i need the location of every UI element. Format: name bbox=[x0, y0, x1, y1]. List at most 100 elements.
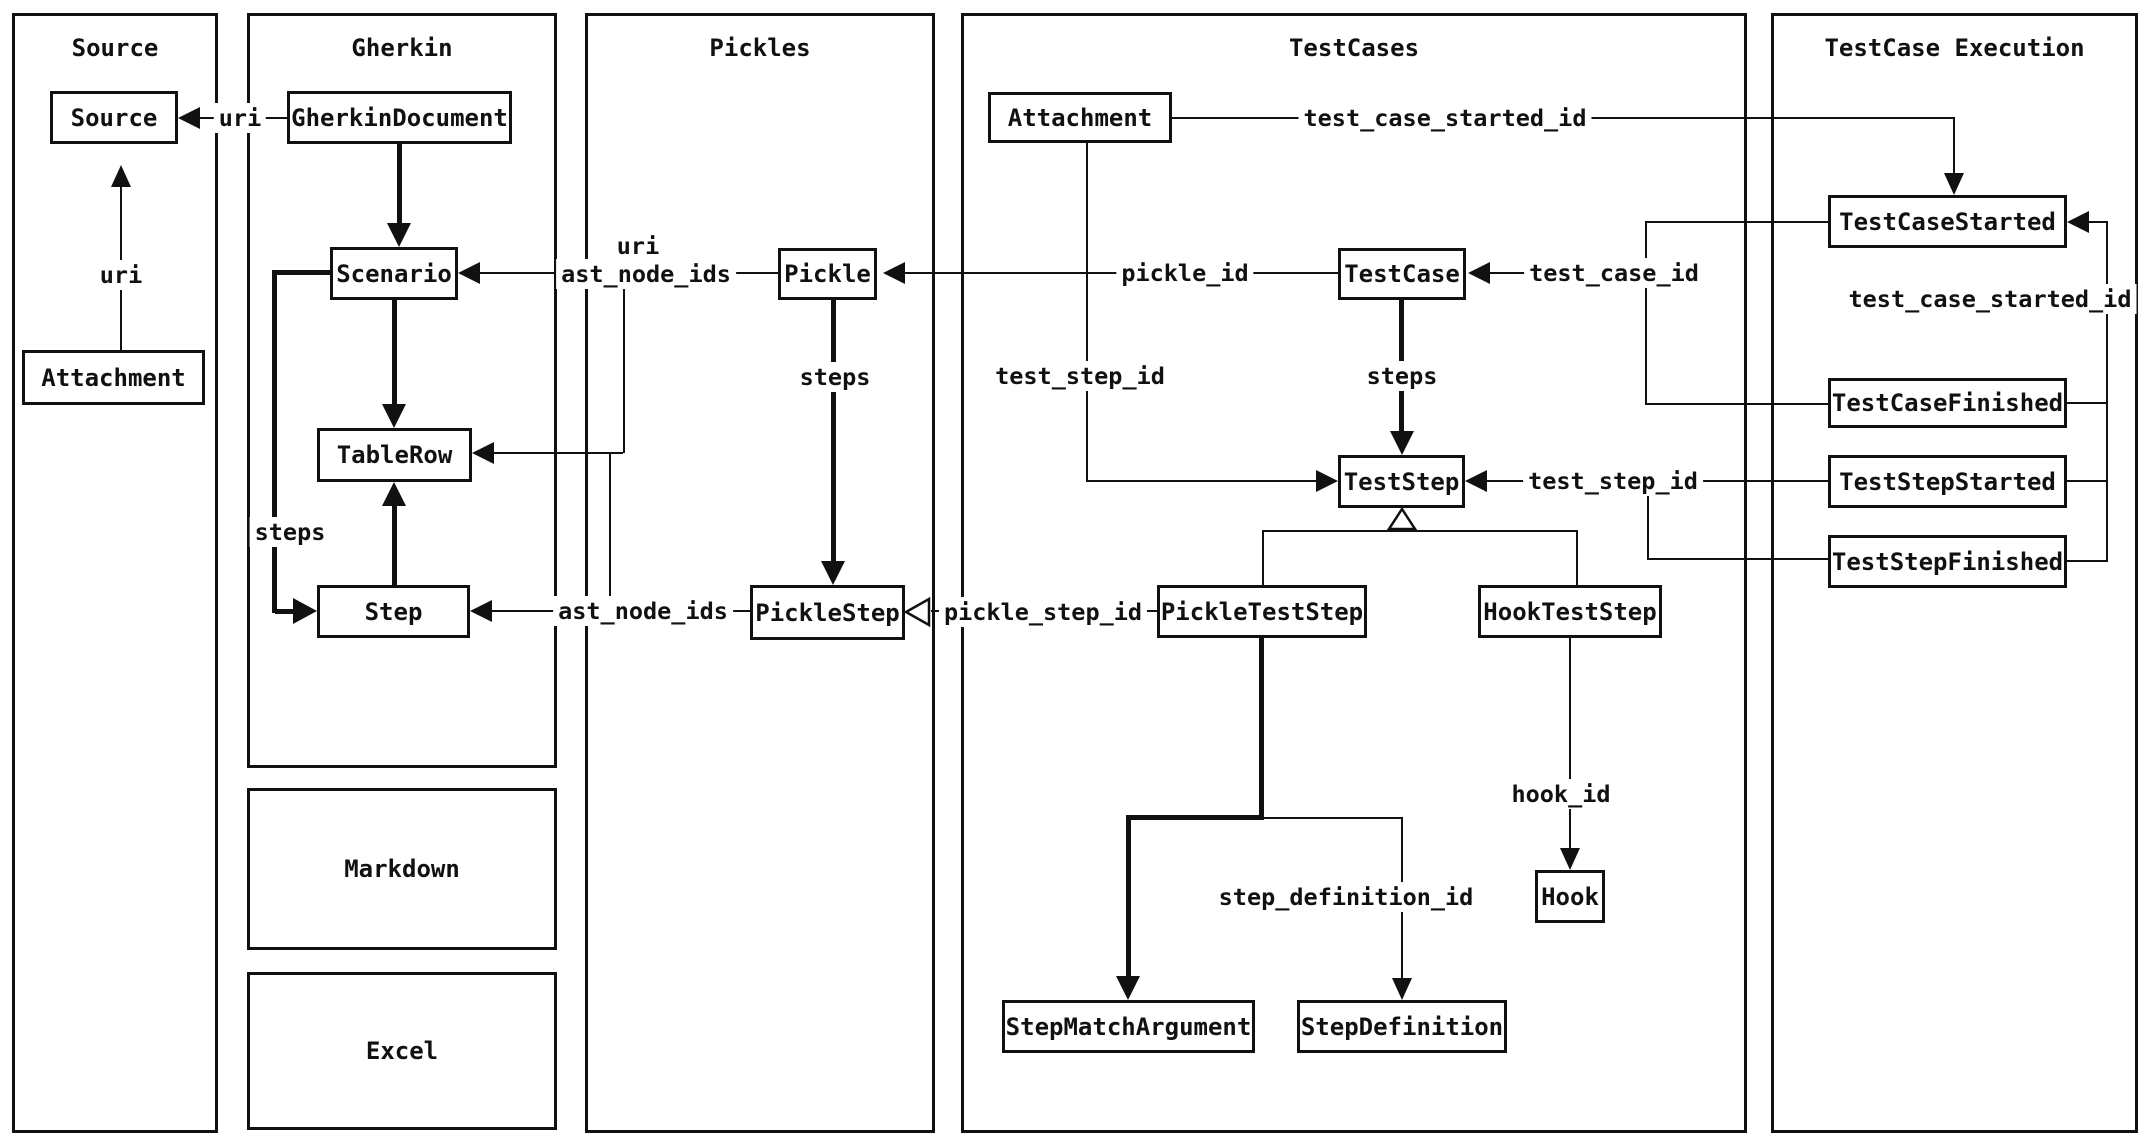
node-excel: Excel bbox=[247, 972, 557, 1130]
line bbox=[2089, 221, 2107, 223]
edge-label-uri: uri bbox=[213, 103, 267, 133]
arrowhead bbox=[1944, 173, 1964, 195]
node-test-step-started: TestStepStarted bbox=[1828, 455, 2067, 508]
node-table-row: TableRow bbox=[317, 428, 472, 482]
column-source: Source bbox=[12, 13, 218, 1133]
column-pickles: Pickles bbox=[585, 13, 935, 1133]
arrowhead bbox=[470, 600, 492, 622]
line bbox=[1126, 815, 1264, 820]
node-pickle-test-step: PickleTestStep bbox=[1157, 585, 1367, 638]
line bbox=[1262, 817, 1403, 819]
edge-label-test-step-id: test_step_id bbox=[1523, 466, 1703, 496]
line bbox=[1086, 143, 1088, 482]
inheritance-triangle bbox=[1387, 507, 1417, 531]
node-hook-test-step: HookTestStep bbox=[1478, 585, 1662, 638]
line bbox=[275, 609, 295, 614]
edge-label-steps: steps bbox=[249, 517, 331, 547]
edge-label-ast-node-ids: ast_node_ids bbox=[556, 259, 736, 289]
line bbox=[1646, 221, 1828, 223]
edge-label-steps: steps bbox=[794, 362, 876, 392]
node-test-case-finished: TestCaseFinished bbox=[1828, 378, 2067, 428]
line bbox=[1262, 530, 1578, 532]
line bbox=[831, 300, 836, 563]
node-step-match-argument: StepMatchArgument bbox=[1002, 1000, 1255, 1053]
column-title-source: Source bbox=[71, 34, 159, 62]
line bbox=[392, 506, 397, 585]
line bbox=[392, 300, 397, 406]
edge-label-uri: uri bbox=[611, 231, 665, 261]
arrowhead bbox=[2067, 211, 2089, 233]
line bbox=[397, 144, 402, 225]
node-attachment-testcases: Attachment bbox=[988, 92, 1172, 143]
line bbox=[1645, 221, 1647, 405]
line bbox=[1647, 481, 1649, 560]
arrowhead bbox=[178, 107, 200, 129]
edge-label-pickle-id: pickle_id bbox=[1116, 258, 1254, 288]
node-test-case-started: TestCaseStarted bbox=[1828, 195, 2067, 248]
node-pickle: Pickle bbox=[778, 248, 877, 300]
edge-label-step-definition-id: step_definition_id bbox=[1213, 882, 1479, 912]
arrowhead bbox=[111, 165, 131, 187]
arrowhead bbox=[1468, 262, 1490, 284]
line bbox=[1576, 530, 1578, 585]
line bbox=[1953, 117, 1955, 175]
edge-label-test-case-id: test_case_id bbox=[1524, 258, 1704, 288]
line bbox=[2106, 221, 2108, 562]
arrowhead bbox=[293, 598, 317, 624]
node-step: Step bbox=[317, 585, 470, 638]
edge-label-steps: steps bbox=[1361, 361, 1443, 391]
line bbox=[272, 270, 330, 275]
line bbox=[623, 273, 625, 453]
arrowhead bbox=[1560, 848, 1580, 870]
line bbox=[1126, 815, 1131, 976]
open-arrowhead-pickle-step-id bbox=[903, 597, 931, 627]
arrowhead bbox=[883, 262, 905, 284]
arrowhead bbox=[382, 482, 406, 506]
node-markdown: Markdown bbox=[247, 788, 557, 950]
node-step-definition: StepDefinition bbox=[1297, 1000, 1507, 1053]
arrowhead bbox=[1116, 976, 1140, 1000]
node-hook: Hook bbox=[1535, 870, 1605, 923]
column-title-testcases: TestCases bbox=[1288, 34, 1420, 62]
column-title-execution: TestCase Execution bbox=[1824, 34, 2085, 62]
edge-label-ast-node-ids: ast_node_ids bbox=[553, 596, 733, 626]
arrowhead bbox=[1390, 431, 1414, 455]
line bbox=[1647, 558, 1828, 560]
arrowhead bbox=[821, 561, 845, 585]
arrowhead bbox=[458, 262, 480, 284]
line bbox=[1262, 530, 1264, 585]
line bbox=[272, 270, 277, 613]
node-pickle-step: PickleStep bbox=[750, 585, 905, 640]
line bbox=[1569, 638, 1571, 850]
node-test-step-finished: TestStepFinished bbox=[1828, 535, 2067, 588]
line bbox=[2067, 480, 2107, 482]
node-test-step: TestStep bbox=[1338, 455, 1465, 508]
node-test-case: TestCase bbox=[1338, 248, 1466, 300]
edge-label-test-step-id: test_step_id bbox=[990, 361, 1170, 391]
node-gherkin-document: GherkinDocument bbox=[287, 91, 512, 144]
edge-label-test-case-started-id: test_case_started_id bbox=[1843, 284, 2137, 314]
arrowhead bbox=[387, 223, 411, 247]
line bbox=[609, 452, 611, 612]
line bbox=[1646, 403, 1828, 405]
edge-label-pickle-step-id: pickle_step_id bbox=[938, 597, 1148, 627]
line bbox=[1259, 638, 1264, 817]
node-attachment-source: Attachment bbox=[22, 350, 205, 405]
edge-label-uri: uri bbox=[94, 260, 148, 290]
line bbox=[2067, 402, 2107, 404]
arrowhead bbox=[382, 404, 406, 428]
line bbox=[1086, 480, 1316, 482]
line bbox=[494, 452, 623, 454]
arrowhead bbox=[1465, 470, 1487, 492]
node-source: Source bbox=[50, 91, 178, 144]
edge-label-test-case-started-id: test_case_started_id bbox=[1298, 103, 1592, 133]
arrowhead bbox=[1392, 978, 1412, 1000]
edge-label-hook-id: hook_id bbox=[1506, 779, 1616, 809]
arrowhead bbox=[472, 442, 494, 464]
column-title-gherkin: Gherkin bbox=[351, 34, 453, 62]
arrowhead bbox=[1316, 470, 1338, 492]
column-title-pickles: Pickles bbox=[709, 34, 811, 62]
node-scenario: Scenario bbox=[330, 247, 458, 300]
line bbox=[2067, 560, 2107, 562]
